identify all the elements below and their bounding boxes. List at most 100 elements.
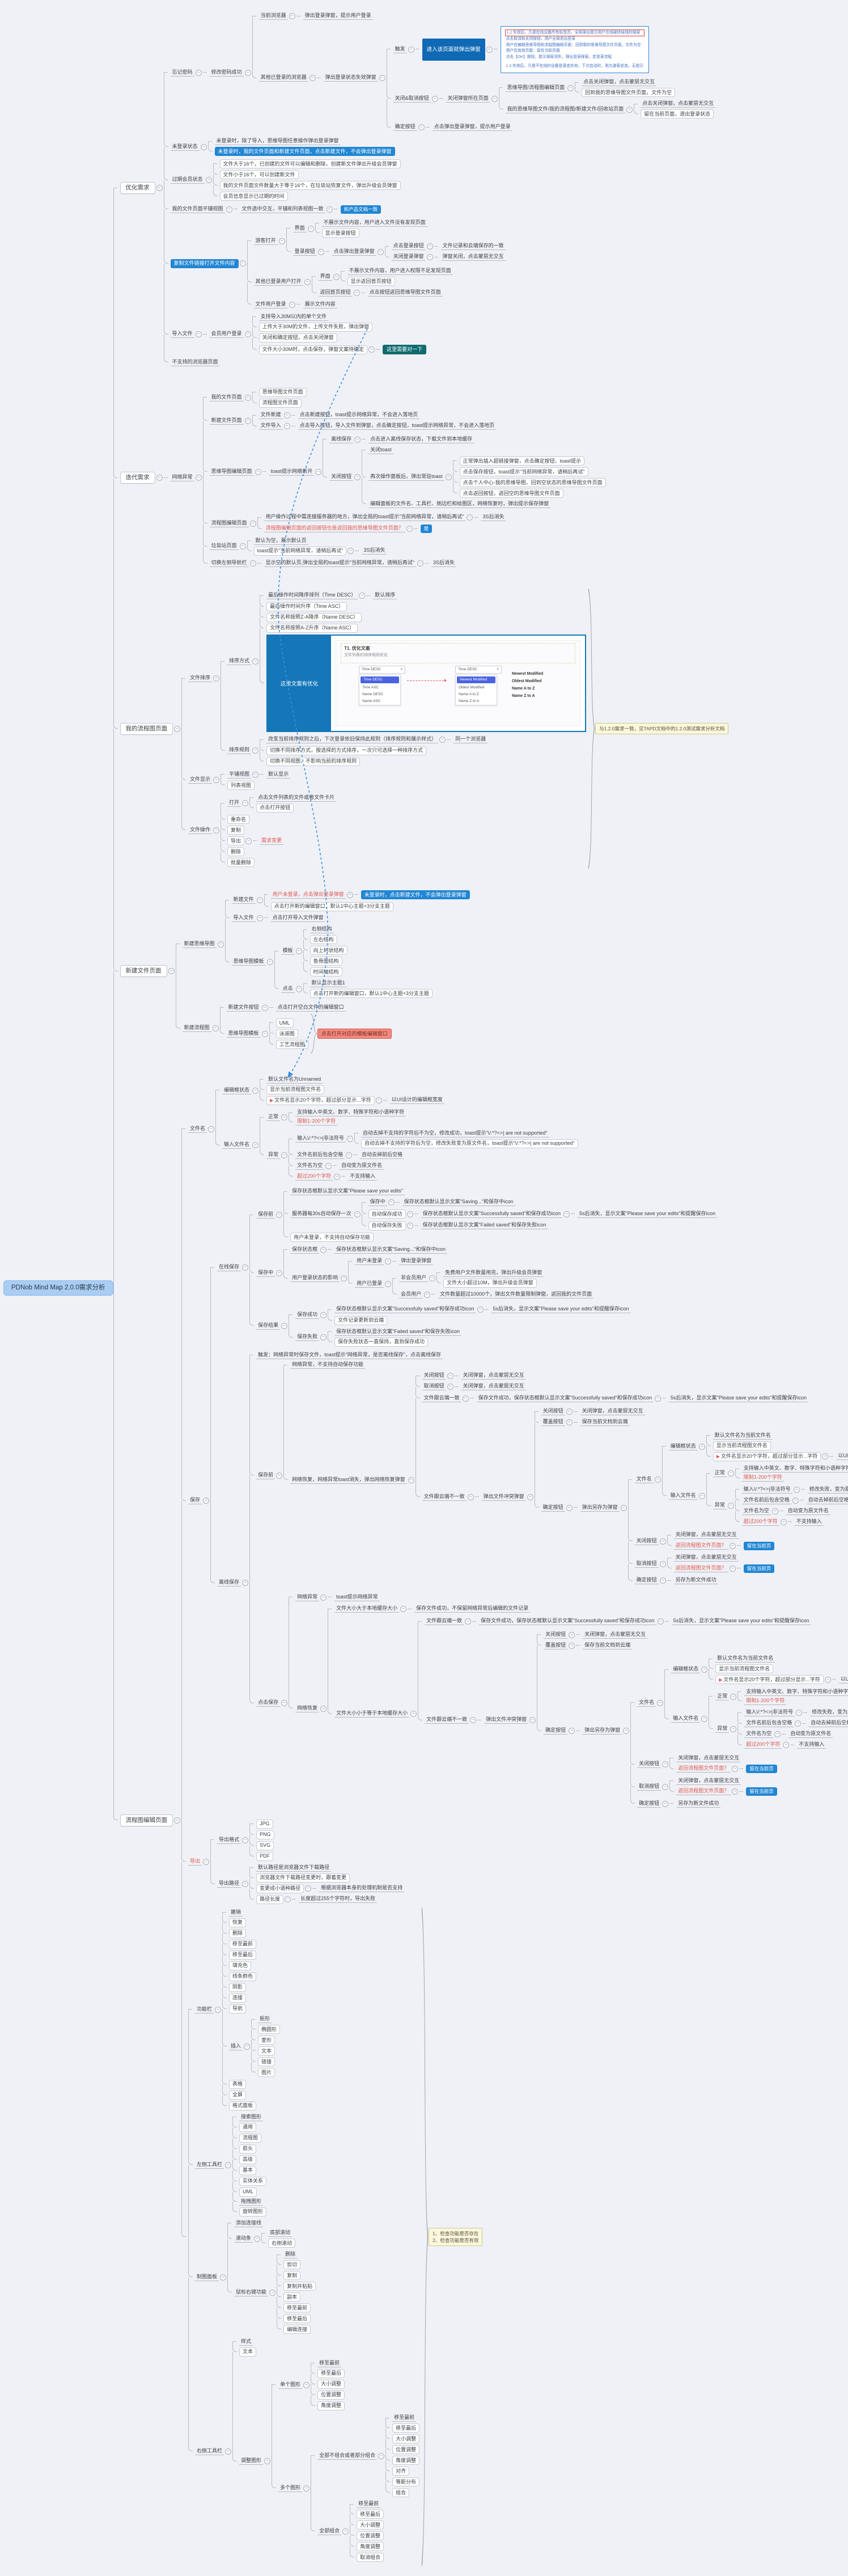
mindmap-node[interactable]: 矩形 [258, 2016, 272, 2023]
mindmap-node[interactable]: 显示空的默认页,弹出全局的toast提示"当前网络异常，请稍后再试" [264, 560, 416, 567]
collapse-icon[interactable]: − [225, 2448, 232, 2455]
mindmap-node[interactable]: 鼠标右键功能 [234, 2289, 269, 2296]
collapse-icon[interactable]: − [315, 468, 322, 475]
mindmap-node[interactable]: 点击导入按钮，导入文件到弹窗，点击确定按钮，toast提示网络异常，不会进入落地… [298, 422, 497, 430]
mindmap-node[interactable]: 默认文件名为当前文件名 [715, 1655, 775, 1663]
collapse-icon[interactable]: − [795, 1720, 802, 1727]
mindmap-node[interactable]: 文件名前后包含空格 [744, 1720, 794, 1727]
mindmap-node[interactable]: 文件名前后包含空格 [295, 1152, 345, 1159]
mindmap-node[interactable]: 移至最前 [317, 2360, 342, 2367]
mindmap-node[interactable]: 输入文件名 [671, 1715, 701, 1723]
mindmap-node[interactable]: 文件显示 [188, 776, 213, 784]
mindmap-node[interactable]: 文件大小超过10M，弹出升级会员弹窗 [443, 1278, 537, 1288]
collapse-icon[interactable]: − [822, 1453, 829, 1460]
mindmap-node[interactable]: 保存状态框 [290, 1246, 320, 1254]
mindmap-node[interactable]: 保存结果 [256, 1322, 281, 1330]
mindmap-node[interactable]: toast提示网络断开 [269, 468, 315, 476]
collapse-icon[interactable]: − [378, 2452, 385, 2459]
collapse-icon[interactable]: − [283, 423, 290, 429]
collapse-icon[interactable]: − [400, 1606, 407, 1612]
collapse-icon[interactable]: − [156, 185, 163, 191]
collapse-icon[interactable]: − [346, 1152, 353, 1158]
mindmap-node[interactable]: 编辑连接 [283, 2325, 311, 2334]
collapse-icon[interactable]: − [256, 897, 263, 903]
mindmap-node[interactable]: 会员信息显示已过期的时间 [219, 192, 288, 201]
collapse-icon[interactable]: − [244, 2043, 251, 2050]
mindmap-node[interactable]: 自动变为原文件名 [786, 1508, 830, 1515]
mindmap-node[interactable]: 弹出登录弹窗 [399, 1258, 434, 1265]
mindmap-node[interactable]: 向上树状结构 [309, 946, 347, 955]
mindmap-node[interactable]: 保存当前文档到云端 [583, 1642, 633, 1649]
mindmap-node[interactable]: 移至最前 [229, 1939, 257, 1949]
mindmap-node[interactable]: 保存失败 [295, 1334, 320, 1341]
mindmap-node[interactable]: 右侧工具栏 [195, 2448, 224, 2455]
mindmap-node[interactable]: 切换左侧导航栏 [209, 560, 249, 567]
mindmap-node[interactable]: 正常弹出插入超链接弹窗，点击确定按钮，toast提示 [459, 456, 585, 466]
mindmap-node[interactable]: 流程图编辑页面 [120, 1814, 173, 1826]
collapse-icon[interactable]: − [225, 2162, 232, 2168]
mindmap-node[interactable]: 弹出另存为弹窗 [580, 1504, 620, 1512]
mindmap-node[interactable]: 文件数量超过10000个，弹出文件数量限制弹窗，返回我的文件页面 [438, 1291, 594, 1298]
mindmap-node[interactable]: 保存文件成功，不保留网络异常后编辑的文件记录 [414, 1605, 531, 1613]
mindmap-node[interactable]: 限制1-200个字符 [744, 1698, 787, 1705]
note-callout[interactable]: 1、检查功能是否存在 2、检查功能是否有效 [429, 2227, 483, 2246]
mindmap-node[interactable]: 大小调整 [392, 2434, 420, 2443]
mindmap-node[interactable]: 模板 [281, 948, 295, 955]
mindmap-node[interactable]: 确定按钮 [637, 1800, 662, 1808]
collapse-icon[interactable]: − [379, 75, 385, 81]
mindmap-node[interactable]: 组合 [392, 2488, 410, 2497]
mindmap-node[interactable]: 点击弹出登录弹窗 [332, 248, 376, 256]
mindmap-node[interactable]: 文本 [239, 2347, 257, 2357]
mindmap-node[interactable]: PDF [256, 1851, 274, 1861]
mindmap-node[interactable]: 3S后消失 [362, 547, 387, 555]
collapse-icon[interactable]: − [264, 2458, 271, 2464]
collapse-icon[interactable]: − [244, 331, 251, 337]
mindmap-node[interactable]: 5s后消失，显示文案"Please save your edits"和提醒保存i… [669, 1395, 809, 1402]
mindmap-node[interactable]: 新建文件页面 [120, 965, 167, 977]
mindmap-node[interactable]: ▶文件名显示20个字符，超过部分显示...字符 [266, 1095, 375, 1105]
mindmap-node[interactable]: 阴影 [229, 1982, 247, 1992]
mindmap-node[interactable]: 根据浏览器本身的处理机制是否支持 [319, 1885, 405, 1892]
mindmap-node[interactable]: 格式面板 [229, 2101, 257, 2110]
mindmap-node[interactable]: 不支持的浏览器页面 [170, 359, 220, 366]
collapse-icon[interactable]: − [281, 1114, 288, 1120]
mindmap-node[interactable]: 限制1-200个字符 [295, 1118, 338, 1126]
collapse-icon[interactable]: − [217, 941, 224, 948]
mindmap-node[interactable]: 当前浏览器 [258, 12, 288, 20]
collapse-icon[interactable]: − [252, 1142, 259, 1148]
mindmap-node[interactable]: 修改密码成功 [209, 69, 244, 77]
mindmap-node[interactable]: 关闭toast [368, 447, 393, 454]
mindmap-node[interactable]: 异常 [266, 1152, 281, 1159]
mindmap-node[interactable]: 文件选中交互，平铺和列表视图一致 [240, 206, 325, 213]
mindmap-node[interactable]: 默认为空，展示默认页 [253, 538, 308, 545]
mindmap-node[interactable]: 位置调整 [357, 2531, 384, 2540]
mindmap-node[interactable]: 输入\/:*?<>|非法符号 [744, 1709, 795, 1716]
collapse-icon[interactable]: − [406, 526, 413, 532]
menu-item[interactable]: Name ASC [362, 699, 381, 703]
mindmap-node[interactable]: 弹出文件冲突弹窗 [484, 1716, 529, 1724]
collapse-icon[interactable]: − [429, 1275, 436, 1281]
collapse-icon[interactable]: − [727, 1503, 734, 1509]
collapse-icon[interactable]: − [354, 1211, 361, 1217]
mindmap-node[interactable]: 支持输入中英文、数字、特殊字符和小语种字符 [741, 1465, 848, 1473]
collapse-icon[interactable]: − [168, 968, 175, 974]
collapse-icon[interactable]: − [295, 948, 302, 954]
mindmap-node[interactable]: 另存为新文件成功 [676, 1800, 721, 1808]
collapse-icon[interactable]: − [255, 468, 261, 475]
menu-item[interactable]: Time DESC [361, 676, 400, 683]
mindmap-node[interactable]: 覆盖按钮 [544, 1642, 568, 1649]
mindmap-node[interactable]: 时间轴结构 [309, 967, 342, 976]
mindmap-node[interactable]: 默认显示 [266, 771, 291, 779]
collapse-icon[interactable]: − [305, 1885, 312, 1892]
mindmap-node[interactable]: 支持输入中英文、数字、特殊字符和小语种字符 [744, 1689, 848, 1696]
mindmap-node[interactable]: 连接 [229, 1993, 247, 2003]
collapse-icon[interactable]: − [659, 1577, 666, 1584]
menu-item[interactable]: Time ASC [362, 686, 379, 690]
mindmap-node[interactable]: 流程图 [239, 2133, 262, 2143]
collapse-icon[interactable]: − [662, 1784, 669, 1790]
mindmap-node[interactable]: 关闭弹窗，点击蒙层无交互 [461, 1372, 526, 1380]
collapse-icon[interactable]: − [252, 658, 259, 665]
mindmap-node[interactable]: 过期会员状态 [170, 176, 205, 184]
mindmap-node[interactable]: 显示当前流程图文件名 [713, 1441, 771, 1450]
template-open-note[interactable]: 点击打开对应的模板编辑窗口 [317, 1029, 392, 1039]
